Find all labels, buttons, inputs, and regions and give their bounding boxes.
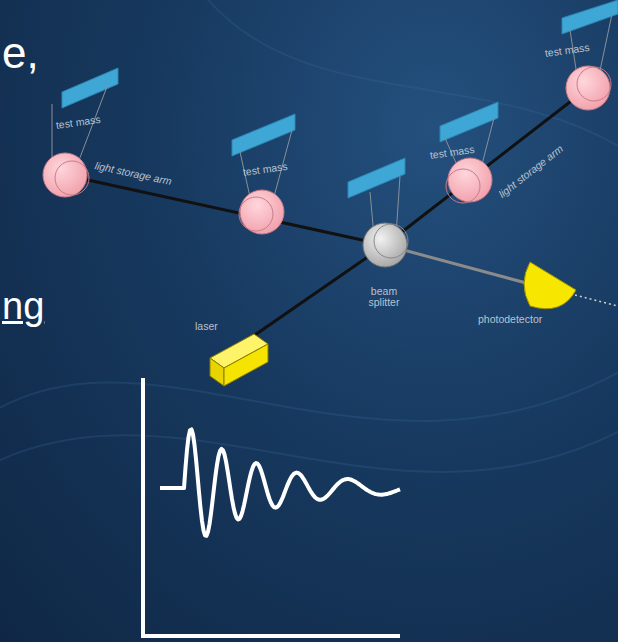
waveform-plot xyxy=(141,378,400,636)
part-label: beam splitter xyxy=(360,286,408,308)
part-label: photodetector xyxy=(478,314,542,325)
test-mass xyxy=(446,158,492,203)
laser-beam xyxy=(242,245,385,344)
beam-splitter xyxy=(363,223,408,267)
part-label: test mass xyxy=(242,161,288,178)
test-mass xyxy=(239,190,284,234)
part-label: test mass xyxy=(55,114,101,131)
background-swirl xyxy=(0,0,618,472)
part-label: laser xyxy=(195,321,218,332)
test-mass xyxy=(566,66,611,110)
slide-text-fragment: e, xyxy=(2,30,39,76)
part-label: test mass xyxy=(544,42,590,59)
output-beam xyxy=(385,245,530,284)
laser-beam xyxy=(385,88,588,245)
signal-line xyxy=(575,295,618,306)
suspension-wire xyxy=(52,14,612,236)
slide-text-fragment: ng xyxy=(2,287,44,327)
photodetector-symbol xyxy=(524,262,576,309)
laser-beam xyxy=(65,175,385,245)
test-mass xyxy=(43,153,89,197)
laser-box xyxy=(210,334,268,386)
